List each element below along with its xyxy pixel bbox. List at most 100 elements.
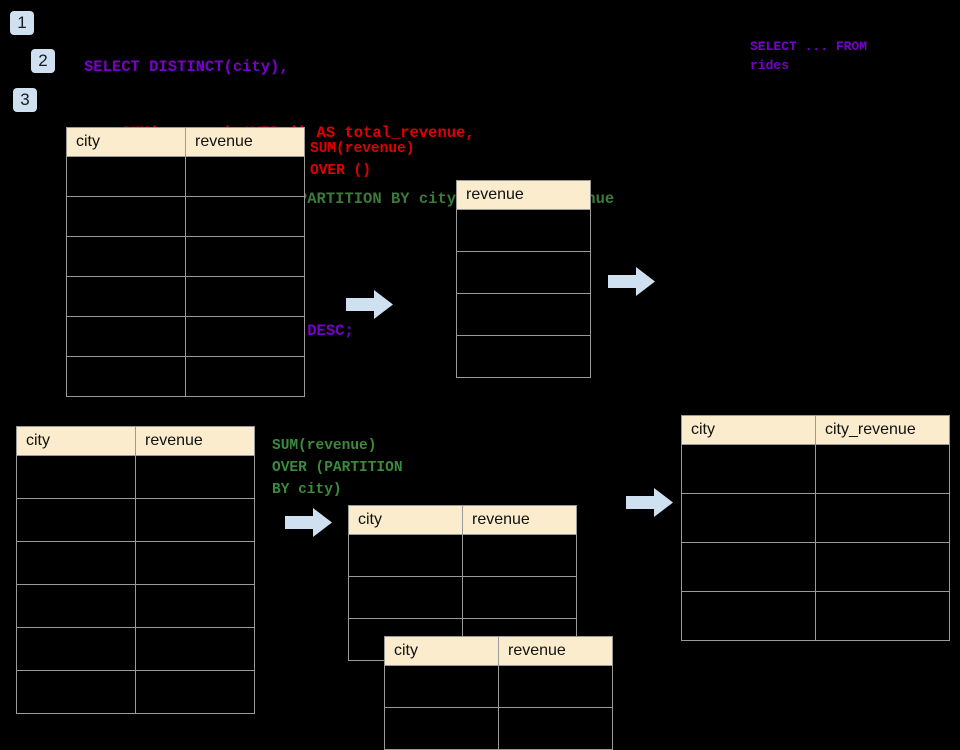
table-row (348, 534, 577, 577)
table-cell (348, 576, 463, 619)
table-cell (16, 627, 136, 671)
table-cell (462, 576, 577, 619)
table-cell (135, 498, 255, 542)
table-cell (681, 542, 816, 592)
arrow-bottom-left-to-partition (285, 508, 332, 537)
sql-line-select-distinct: SELECT DISTINCT(city), (84, 58, 289, 76)
table-cell (135, 627, 255, 671)
table-row (384, 707, 613, 750)
table-cell (16, 541, 136, 585)
table-cell (185, 276, 305, 317)
table-cell (681, 591, 816, 641)
column-header-city: city (16, 426, 136, 456)
table-row (66, 276, 305, 317)
table-row (348, 576, 577, 619)
table-header-row: revenue (456, 180, 591, 210)
table-cell (815, 542, 950, 592)
table-row (66, 316, 305, 357)
arrow-top-left-to-total (346, 290, 393, 319)
table-row (66, 236, 305, 277)
table-cell (815, 493, 950, 543)
table-cell (384, 707, 499, 750)
table-cell (185, 196, 305, 237)
table-cell (185, 356, 305, 397)
step-badge-3: 3 (13, 88, 37, 112)
table-cell (66, 236, 186, 277)
table-row (16, 541, 255, 585)
table-cell (815, 591, 950, 641)
table-cell (348, 534, 463, 577)
table-row (681, 542, 950, 592)
table-cell (16, 498, 136, 542)
table-cell (498, 665, 613, 708)
table-cell (185, 236, 305, 277)
table-cell (16, 584, 136, 628)
table-cell (456, 293, 591, 336)
column-header-city: city (384, 636, 499, 666)
column-header-revenue: revenue (135, 426, 255, 456)
column-header-revenue: revenue (462, 505, 577, 535)
table-cell (384, 665, 499, 708)
table-cell (135, 541, 255, 585)
table-cell (456, 335, 591, 378)
table-row (384, 665, 613, 708)
table-cell (16, 455, 136, 499)
table-row (16, 455, 255, 499)
table-cell (66, 156, 186, 197)
table-row (16, 584, 255, 628)
arrow-partition-to-result (626, 488, 673, 517)
table-cell (66, 196, 186, 237)
table-cell (456, 209, 591, 252)
table-total-revenue: revenue (456, 180, 591, 378)
table-cell (66, 356, 186, 397)
annotation-sum-over-empty: SUM(revenue) OVER () (310, 141, 415, 179)
table-cell (16, 670, 136, 714)
table-row (66, 196, 305, 237)
table-row (681, 591, 950, 641)
table-row (681, 493, 950, 543)
table-cell (66, 316, 186, 357)
table-row (16, 627, 255, 671)
table-cell (681, 444, 816, 494)
table-cell (135, 455, 255, 499)
table-row (16, 498, 255, 542)
table-cell (185, 316, 305, 357)
sql-aside-select-from: SELECT ... FROM rides (750, 39, 868, 73)
column-header-revenue: revenue (456, 180, 591, 210)
table-row (456, 251, 591, 294)
table-row (456, 293, 591, 336)
column-header-city: city (348, 505, 463, 535)
column-header-revenue: revenue (498, 636, 613, 666)
table-cell (66, 276, 186, 317)
table-row (66, 356, 305, 397)
table-cell (815, 444, 950, 494)
arrow-total-to-result (608, 267, 655, 296)
table-row (681, 444, 950, 494)
table-cell (462, 534, 577, 577)
step-badge-1: 1 (10, 11, 34, 35)
column-header-revenue: revenue (185, 127, 305, 157)
annotation-sum-over-partition: SUM(revenue) OVER (PARTITION BY city) (272, 438, 403, 498)
table-cell (681, 493, 816, 543)
table-row (16, 670, 255, 714)
column-header-city: city (66, 127, 186, 157)
table-cell (135, 584, 255, 628)
table-cell (498, 707, 613, 750)
column-header-city_revenue: city_revenue (815, 415, 950, 445)
table-row (66, 156, 305, 197)
step-badge-2: 2 (31, 49, 55, 73)
table-row (456, 209, 591, 252)
table-cell (185, 156, 305, 197)
table-cell (135, 670, 255, 714)
table-row (456, 335, 591, 378)
